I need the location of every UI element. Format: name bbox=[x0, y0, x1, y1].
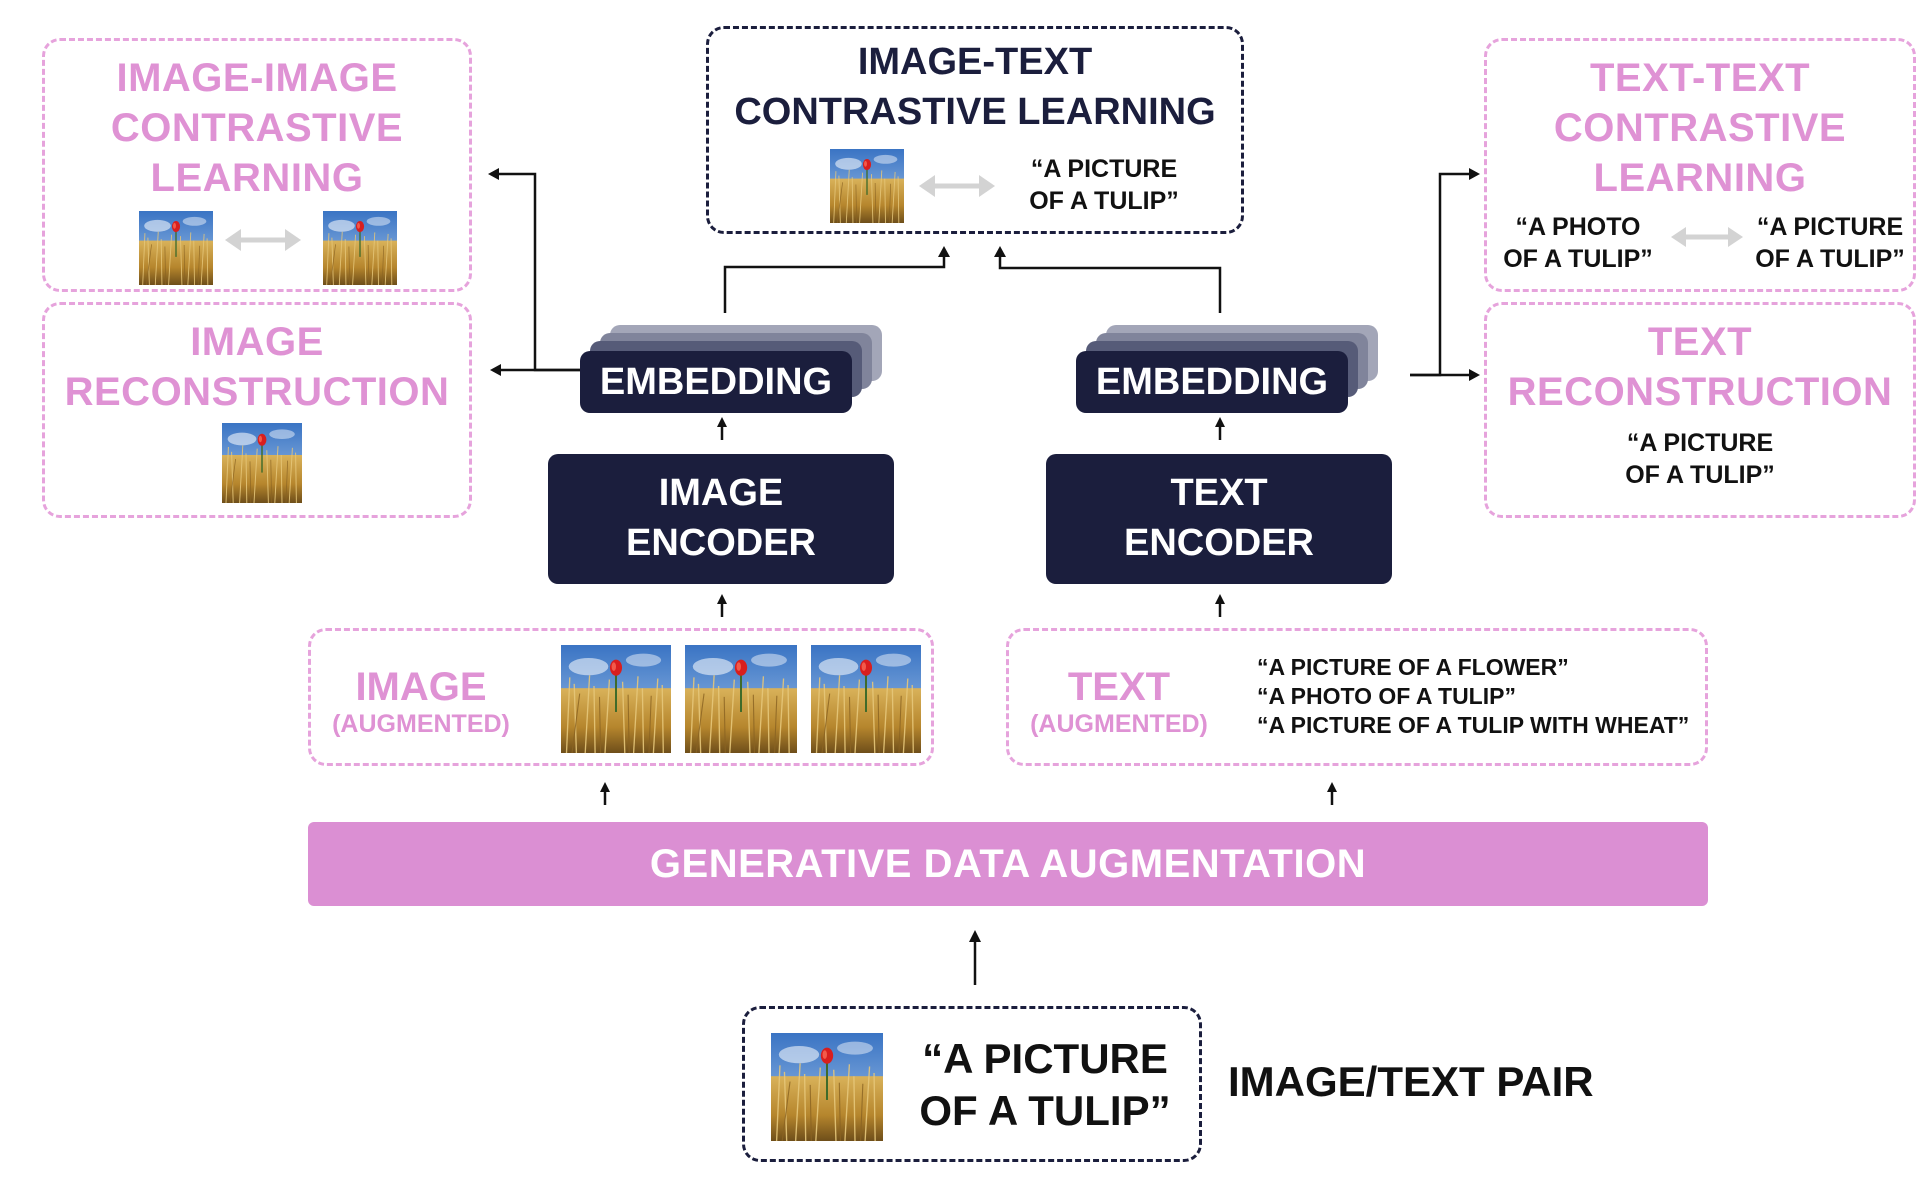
image-text-title-line2: CONTRASTIVE LEARNING bbox=[734, 91, 1216, 133]
text-augmented-caption: “A PICTURE OF A FLOWER” bbox=[1257, 654, 1569, 680]
arrow-head-icon bbox=[994, 246, 1006, 257]
arrow-head-icon bbox=[717, 417, 727, 427]
image-augmented-label: IMAGE bbox=[355, 665, 487, 709]
image-text-quote-line2: OF A TULIP” bbox=[1029, 187, 1179, 215]
image-encoder-line2: ENCODER bbox=[625, 522, 817, 564]
image-reconstruction-title-line2: RECONSTRUCTION bbox=[64, 370, 450, 414]
text-reconstruction-quote-line1: “A PICTURE bbox=[1626, 429, 1774, 457]
input-pair-box: “A PICTURE OF A TULIP” bbox=[742, 1006, 1202, 1162]
text-augmented-caption: “A PICTURE OF A TULIP WITH WHEAT” bbox=[1257, 712, 1690, 738]
tulip-photo-icon bbox=[830, 149, 904, 223]
text-encoder-line2: ENCODER bbox=[1123, 522, 1315, 564]
input-pair-quote-line2: OF A TULIP” bbox=[919, 1087, 1171, 1134]
image-image-contrastive-box: IMAGE-IMAGE CONTRASTIVE LEARNING bbox=[42, 38, 472, 292]
text-text-left-quote-line1: “A PHOTO bbox=[1515, 213, 1641, 241]
image-text-quote-line1: “A PICTURE bbox=[1030, 155, 1178, 183]
image-augmented-box: IMAGE (AUGMENTED) bbox=[308, 628, 934, 766]
text-text-left-quote-line2: OF A TULIP” bbox=[1503, 245, 1653, 273]
image-image-title-line2: CONTRASTIVE bbox=[110, 106, 404, 150]
double-arrow-icon bbox=[225, 229, 301, 251]
text-text-right-quote-line2: OF A TULIP” bbox=[1755, 245, 1905, 273]
tulip-photo-icon bbox=[685, 645, 797, 753]
text-augmented-label: TEXT bbox=[1067, 665, 1171, 709]
image-text-contrastive-box: IMAGE-TEXT CONTRASTIVE LEARNING “A PICTU… bbox=[706, 26, 1244, 234]
arrow-head-icon bbox=[969, 930, 981, 942]
arrow-head-icon bbox=[1469, 168, 1480, 180]
text-text-contrastive-box: TEXT-TEXT CONTRASTIVE LEARNING “A PHOTO … bbox=[1484, 38, 1916, 292]
image-encoder-block: IMAGE ENCODER bbox=[548, 454, 894, 584]
text-augmented-sublabel: (AUGMENTED) bbox=[1030, 710, 1208, 738]
arrow-head-icon bbox=[488, 168, 499, 180]
text-text-title-line2: CONTRASTIVE bbox=[1553, 106, 1847, 150]
double-arrow-icon bbox=[1671, 227, 1743, 247]
image-reconstruction-title-line1: IMAGE bbox=[190, 320, 324, 364]
text-reconstruction-quote-line2: OF A TULIP” bbox=[1625, 461, 1775, 489]
text-reconstruction-box: TEXT RECONSTRUCTION “A PICTURE OF A TULI… bbox=[1484, 302, 1916, 518]
arrow-head-icon bbox=[717, 594, 727, 604]
arrow-head-icon bbox=[1327, 782, 1337, 792]
text-text-title-line1: TEXT-TEXT bbox=[1589, 56, 1811, 100]
image-text-pair-label: IMAGE/TEXT PAIR bbox=[1228, 1058, 1594, 1105]
arrow-head-icon bbox=[600, 782, 610, 792]
tulip-photo-icon bbox=[811, 645, 921, 753]
arrow-head-icon bbox=[938, 246, 950, 257]
text-augmented-caption: “A PHOTO OF A TULIP” bbox=[1257, 683, 1516, 709]
arrow-head-icon bbox=[1215, 594, 1225, 604]
arrow-head-icon bbox=[490, 364, 501, 376]
text-text-right-quote-line1: “A PICTURE bbox=[1756, 213, 1904, 241]
generative-data-augmentation-bar: GENERATIVE DATA AUGMENTATION bbox=[308, 822, 1708, 906]
arrow-head-icon bbox=[1469, 369, 1480, 381]
tulip-photo-icon bbox=[561, 645, 671, 753]
tulip-photo-icon bbox=[139, 211, 213, 285]
text-embedding-label: EMBEDDING bbox=[1076, 351, 1348, 413]
image-encoder-line1: IMAGE bbox=[658, 472, 784, 514]
text-encoder-block: TEXT ENCODER bbox=[1046, 454, 1392, 584]
image-augmented-sublabel: (AUGMENTED) bbox=[332, 710, 510, 738]
tulip-photo-icon bbox=[323, 211, 397, 285]
image-image-title-line3: LEARNING bbox=[150, 156, 364, 200]
double-arrow-icon bbox=[919, 175, 995, 197]
image-image-title-line1: IMAGE-IMAGE bbox=[116, 56, 398, 100]
image-reconstruction-box: IMAGE RECONSTRUCTION bbox=[42, 302, 472, 518]
text-reconstruction-title-line2: RECONSTRUCTION bbox=[1507, 370, 1893, 414]
arrow-head-icon bbox=[1215, 417, 1225, 427]
image-embedding-label: EMBEDDING bbox=[580, 351, 852, 413]
text-text-title-line3: LEARNING bbox=[1593, 156, 1807, 200]
image-text-title-line1: IMAGE-TEXT bbox=[857, 41, 1093, 83]
tulip-photo-icon bbox=[771, 1033, 883, 1141]
text-augmented-box: TEXT (AUGMENTED) “A PICTURE OF A FLOWER”… bbox=[1006, 628, 1708, 766]
text-reconstruction-title-line1: TEXT bbox=[1647, 320, 1753, 364]
input-pair-quote-line1: “A PICTURE bbox=[922, 1035, 1168, 1082]
text-encoder-line1: TEXT bbox=[1170, 472, 1268, 514]
tulip-photo-icon bbox=[222, 423, 302, 503]
